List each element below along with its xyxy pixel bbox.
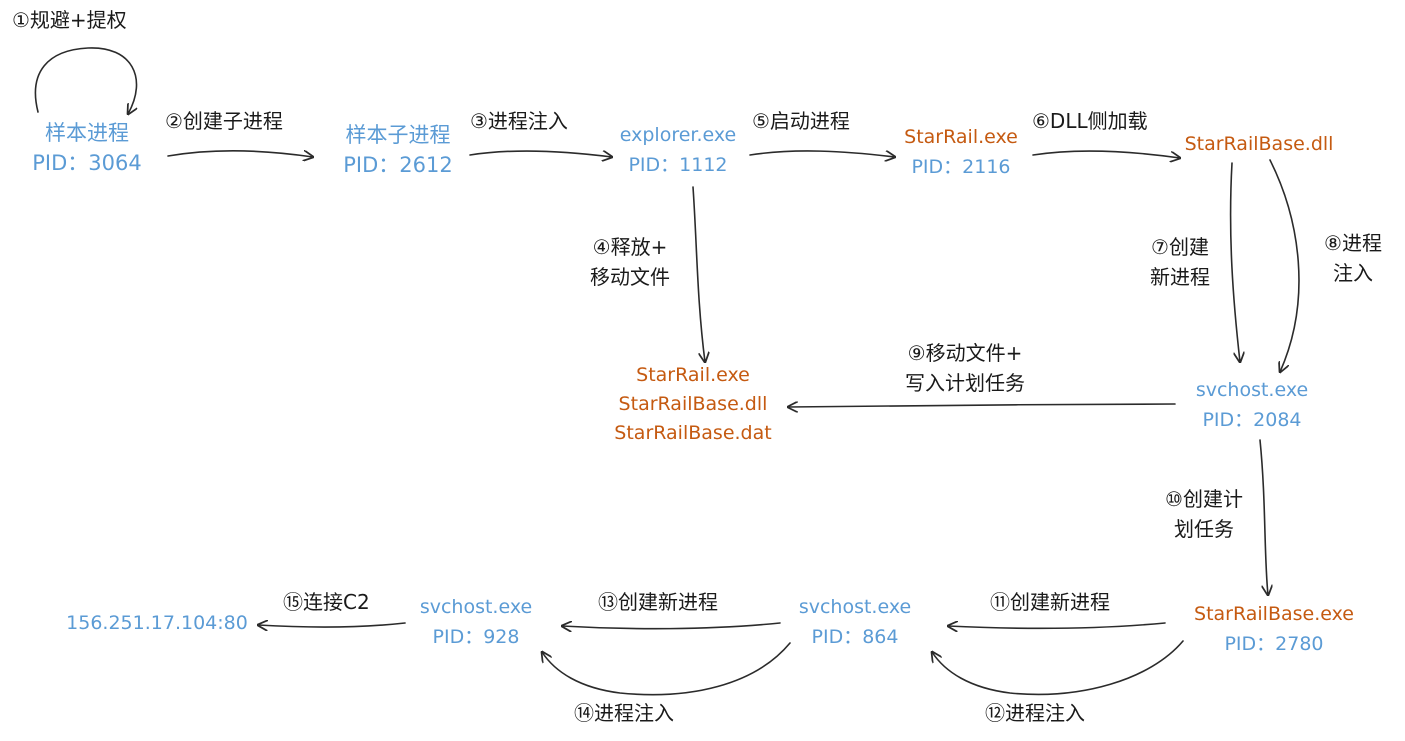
step8-line2: 注入 [1333, 261, 1373, 285]
node-starrailbase-dll: StarRailBase.dll [1185, 129, 1334, 159]
step4-line1: ④释放+ [592, 235, 668, 259]
step5-label: ⑤启动进程 [752, 109, 850, 133]
step4-line2: 移动文件 [590, 265, 670, 289]
node-starrail-exe: StarRail.exe PID：2116 [904, 122, 1018, 182]
node-c2-address: 156.251.17.104:80 [66, 608, 248, 638]
arrow-step12 [932, 640, 1184, 696]
dropped-file-3: StarRailBase.dat [614, 422, 772, 444]
starrailbase-dll-name: StarRailBase.dll [1184, 133, 1334, 155]
arrow-step8 [1269, 159, 1300, 372]
step10-line1: ⑩创建计 [1165, 487, 1243, 511]
node-svchost-864: svchost.exe PID：864 [799, 592, 911, 652]
arrow-step14 [542, 642, 791, 696]
step14-label: ⑭进程注入 [574, 701, 674, 725]
node-svchost-2084: svchost.exe PID：2084 [1196, 375, 1308, 435]
svchost-928-name: svchost.exe [419, 596, 533, 618]
step7-line2: 新进程 [1150, 265, 1210, 289]
arrow-step3 [469, 150, 612, 157]
dropped-file-2: StarRailBase.dll [618, 393, 768, 415]
arrow-step6 [1032, 150, 1180, 158]
node-sample-process: 样本进程 PID：3064 [32, 118, 141, 178]
node-starrailbase-exe: StarRailBase.exe PID：2780 [1194, 599, 1354, 659]
child-process-pid: PID：2612 [343, 153, 453, 177]
sample-process-pid: PID：3064 [32, 151, 142, 175]
step11-label: ⑪创建新进程 [990, 590, 1110, 614]
dropped-file-1: StarRail.exe [636, 364, 750, 386]
step7-line1: ⑦创建 [1151, 235, 1209, 259]
arrow-step7 [1229, 162, 1240, 362]
step3-label: ③进程注入 [470, 109, 568, 133]
step10-line2: 划任务 [1174, 517, 1234, 541]
step15-label: ⑮连接C2 [283, 590, 370, 614]
explorer-pid: PID：1112 [628, 154, 728, 176]
svchost-864-pid: PID：864 [811, 626, 899, 648]
step4-label: ④释放+ 移动文件 [590, 232, 670, 292]
step13-label: ⑬创建新进程 [598, 590, 718, 614]
starrail-exe-pid: PID：2116 [911, 156, 1011, 178]
node-dropped-files: StarRail.exe StarRailBase.dll StarRailBa… [614, 361, 771, 448]
starrail-exe-name: StarRail.exe [904, 126, 1018, 148]
step10-label: ⑩创建计 划任务 [1165, 484, 1243, 544]
step9-label: ⑨移动文件+ 写入计划任务 [905, 338, 1025, 398]
arrow-step13 [562, 623, 781, 629]
node-child-process: 样本子进程 PID：2612 [343, 120, 452, 180]
step8-line1: ⑧进程 [1324, 231, 1382, 255]
svchost-864-name: svchost.exe [798, 596, 912, 618]
child-process-name: 样本子进程 [345, 123, 451, 147]
step2-label: ②创建子进程 [165, 109, 283, 133]
sample-process-name: 样本进程 [44, 121, 129, 145]
node-explorer: explorer.exe PID：1112 [620, 120, 736, 180]
arrow-step5 [749, 150, 895, 157]
arrow-step4 [692, 186, 705, 362]
starrailbase-exe-pid: PID：2780 [1224, 633, 1324, 655]
svchost-2084-pid: PID：2084 [1202, 409, 1302, 431]
arrow-step15 [258, 623, 406, 627]
arrow-step2 [167, 150, 313, 157]
node-svchost-928: svchost.exe PID：928 [420, 592, 532, 652]
step8-label: ⑧进程 注入 [1324, 228, 1382, 288]
step12-label: ⑫进程注入 [985, 701, 1085, 725]
arrow-step1-self-loop [34, 47, 136, 114]
svchost-928-pid: PID：928 [432, 626, 520, 648]
step7-label: ⑦创建 新进程 [1150, 232, 1210, 292]
step1-label: ①规避+提权 [12, 8, 127, 32]
step9-line2: 写入计划任务 [905, 371, 1025, 395]
arrow-step9 [788, 404, 1176, 407]
arrow-step10 [1259, 439, 1268, 595]
explorer-name: explorer.exe [619, 124, 737, 146]
c2-address: 156.251.17.104:80 [66, 612, 248, 634]
step6-label: ⑥DLL侧加载 [1032, 109, 1148, 133]
arrow-step11 [948, 623, 1166, 628]
step9-line1: ⑨移动文件+ [907, 341, 1023, 365]
svchost-2084-name: svchost.exe [1195, 379, 1309, 401]
starrailbase-exe-name: StarRailBase.exe [1194, 603, 1354, 625]
